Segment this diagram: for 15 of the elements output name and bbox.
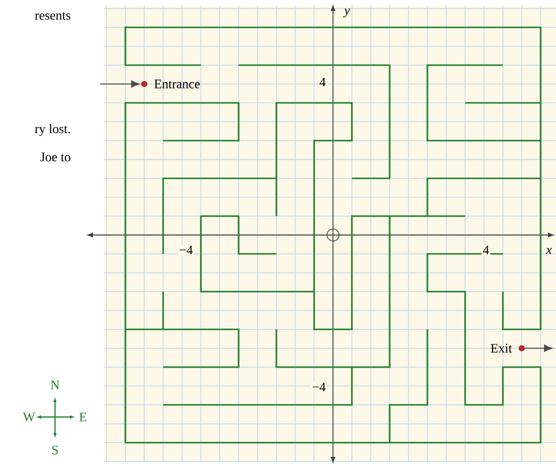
compass-letter: W — [22, 412, 36, 422]
axis-label: y — [343, 8, 350, 18]
point-label: Entrance — [154, 80, 200, 88]
arrow — [524, 344, 553, 352]
compass-letter: S — [52, 446, 58, 454]
tick-label: −4 — [178, 244, 194, 256]
compass-letter: N — [50, 380, 60, 390]
text: resents — [34, 12, 70, 20]
text: ry lost. — [34, 124, 70, 136]
compass-letter: E — [79, 412, 86, 422]
arrow — [100, 80, 140, 88]
point-label: Exit — [490, 344, 512, 353]
text: Joe to — [40, 152, 70, 162]
tick-label: −4 — [310, 382, 327, 392]
axis-label: x — [546, 248, 552, 254]
